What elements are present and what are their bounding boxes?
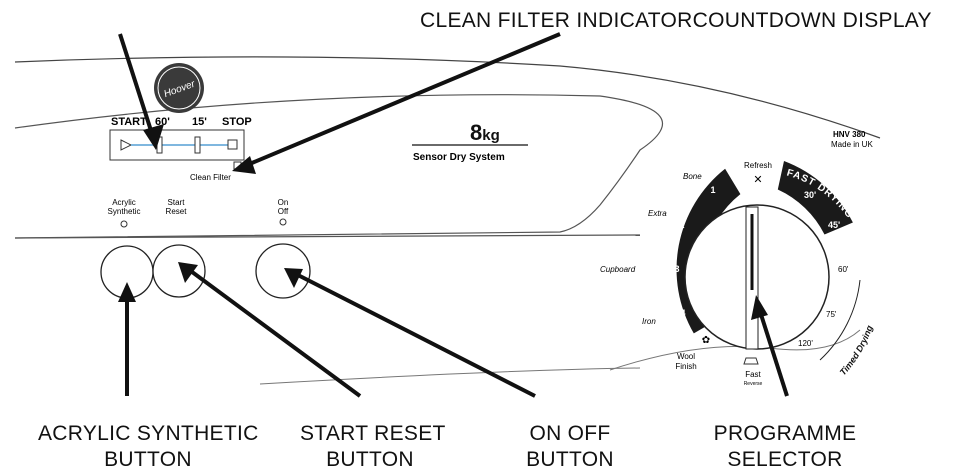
acrylic-indicator-light — [120, 220, 128, 228]
callout-start-line2: BUTTON — [326, 448, 414, 471]
callout-acrylic-line2: BUTTON — [104, 448, 192, 471]
display-label-60: 60' — [155, 116, 170, 128]
panel-base — [259, 367, 641, 385]
capacity-number: 8 — [470, 120, 482, 145]
display-label-stop: STOP — [222, 116, 252, 128]
extra-label: Extra — [648, 209, 667, 218]
callout-onoff-line2: BUTTON — [526, 448, 614, 471]
made-in-label: Made in UK — [831, 140, 873, 149]
sensor-number-4: 4 — [680, 308, 685, 318]
arrowhead-acrylic — [118, 282, 136, 302]
arrowhead-start-reset — [178, 262, 198, 283]
on-off-button[interactable] — [255, 243, 311, 299]
panel-curve — [14, 94, 663, 239]
wool-finish-label-2: Finish — [675, 362, 696, 371]
callout-programme-line1: PROGRAMME — [713, 422, 857, 445]
cupboard-label: Cupboard — [600, 265, 636, 274]
arrow-on-off — [291, 270, 536, 398]
fast-sub-label: Reverse — [744, 381, 763, 387]
callout-on-off: ON OFF BUTTON — [515, 421, 625, 473]
panel-top-edge — [14, 56, 881, 139]
panel-divider — [14, 234, 641, 239]
callout-start-reset: START RESET BUTTON — [300, 421, 446, 473]
arrow-clean-filter — [118, 33, 156, 141]
arrowhead-on-off — [284, 268, 303, 288]
arrowhead-countdown — [232, 156, 256, 174]
arrowhead-clean-filter — [143, 124, 164, 150]
onoff-indicator-light — [279, 218, 287, 226]
display-label-start: START — [111, 116, 147, 128]
time-60: 60' — [838, 265, 849, 274]
time-30: 30' — [804, 190, 816, 200]
callout-onoff-line1: ON OFF — [529, 422, 611, 445]
countdown-light-15 — [194, 136, 201, 154]
callout-programme-selector: PROGRAMME SELECTOR — [710, 421, 860, 473]
capacity-unit: kg — [482, 127, 500, 144]
acrylic-label-2: Synthetic — [108, 207, 141, 216]
start-arrow-icon — [120, 139, 133, 151]
fan-icon: ✕ — [753, 174, 762, 186]
callout-arrows — [118, 32, 789, 398]
callout-start-line1: START RESET — [300, 422, 446, 445]
arrow-programme — [756, 304, 789, 397]
bone-label: Bone — [683, 172, 702, 181]
start-reset-button[interactable] — [152, 244, 206, 298]
wool-finish-label-1: Wool — [677, 352, 695, 361]
iron-label: Iron — [642, 317, 656, 326]
callout-clean-filter-countdown: CLEAN FILTER INDICATORCOUNTDOWN DISPLAY — [420, 9, 932, 32]
time-75: 75' — [826, 310, 837, 319]
fast-drying-band — [777, 161, 853, 235]
refresh-label: Refresh — [744, 161, 772, 170]
time-45: 45' — [828, 220, 840, 230]
arrow-start-reset — [182, 264, 362, 398]
sensor-dry-system-label: Sensor Dry System — [413, 152, 505, 163]
acrylic-label-1: Acrylic — [112, 198, 136, 207]
callout-programme-line2: SELECTOR — [727, 448, 843, 471]
time-120: 120' — [798, 339, 813, 348]
callout-acrylic-synthetic: ACRYLIC SYNTHETIC BUTTON — [38, 421, 258, 473]
clean-filter-label: Clean Filter — [190, 173, 231, 182]
start-label-1: Start — [168, 198, 186, 207]
onoff-label-1: On — [278, 198, 289, 207]
stop-square-icon — [227, 139, 238, 150]
capacity-text: 8kg — [470, 120, 500, 145]
sensor-number-2: 2 — [679, 220, 684, 230]
onoff-label-2: Off — [278, 207, 289, 216]
timed-drying-arc — [819, 279, 861, 361]
sensor-number-1: 1 — [710, 185, 715, 195]
hoover-logo: Hoover — [154, 63, 204, 113]
start-label-2: Reset — [166, 207, 188, 216]
fast-iron-icon — [743, 357, 759, 365]
arrowhead-programme — [751, 295, 768, 320]
wool-icon: ✿ — [702, 335, 710, 346]
sensor-number-3: 3 — [674, 264, 679, 274]
callout-acrylic-line1: ACRYLIC SYNTHETIC — [38, 422, 259, 445]
model-label: HNV 380 — [833, 130, 866, 139]
fast-label: Fast — [745, 370, 761, 379]
arrow-countdown — [239, 32, 561, 170]
display-label-15: 15' — [192, 116, 207, 128]
